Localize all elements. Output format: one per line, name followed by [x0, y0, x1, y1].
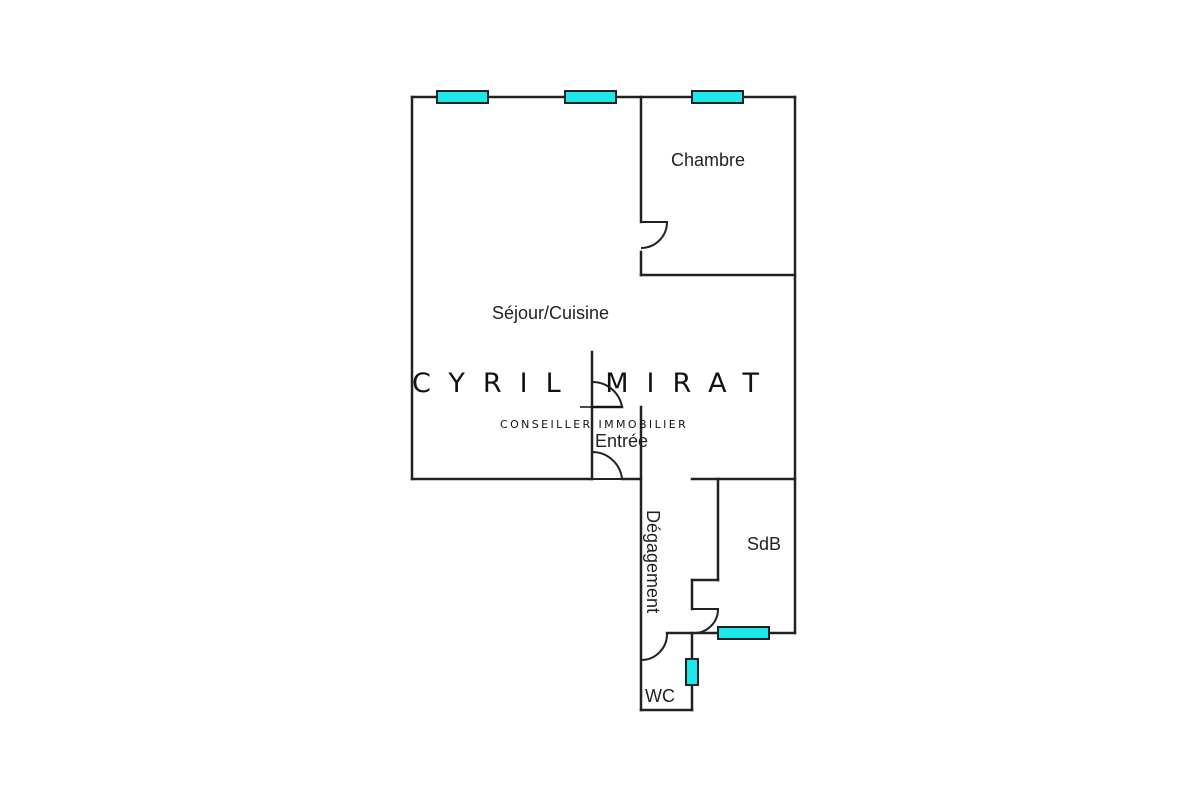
door-sdb — [691, 608, 720, 635]
walls — [410, 95, 797, 712]
window-chambre — [691, 90, 744, 104]
door-entree — [591, 352, 623, 408]
window-sdb — [717, 626, 770, 640]
watermark-name: CYRIL MIRAT — [412, 368, 777, 399]
watermark-subtitle: CONSEILLER IMMOBILIER — [500, 418, 688, 431]
window-sejour-2 — [564, 90, 617, 104]
door-chambre — [640, 221, 669, 249]
label-sdb: SdB — [747, 534, 781, 554]
door-wc — [640, 632, 669, 661]
label-degagement: Dégagement — [643, 510, 663, 613]
door-sejour — [591, 450, 624, 480]
room-labels: Chambre Séjour/Cuisine Entrée Dégagement… — [492, 150, 781, 706]
label-entree: Entrée — [595, 431, 648, 451]
watermark: CYRIL MIRAT CONSEILLER IMMOBILIER — [412, 368, 777, 431]
window-wc — [685, 658, 699, 686]
windows — [436, 90, 770, 686]
label-chambre: Chambre — [671, 150, 745, 170]
label-wc: WC — [645, 686, 675, 706]
doors — [591, 221, 720, 661]
label-sejour: Séjour/Cuisine — [492, 303, 609, 323]
window-sejour-1 — [436, 90, 489, 104]
